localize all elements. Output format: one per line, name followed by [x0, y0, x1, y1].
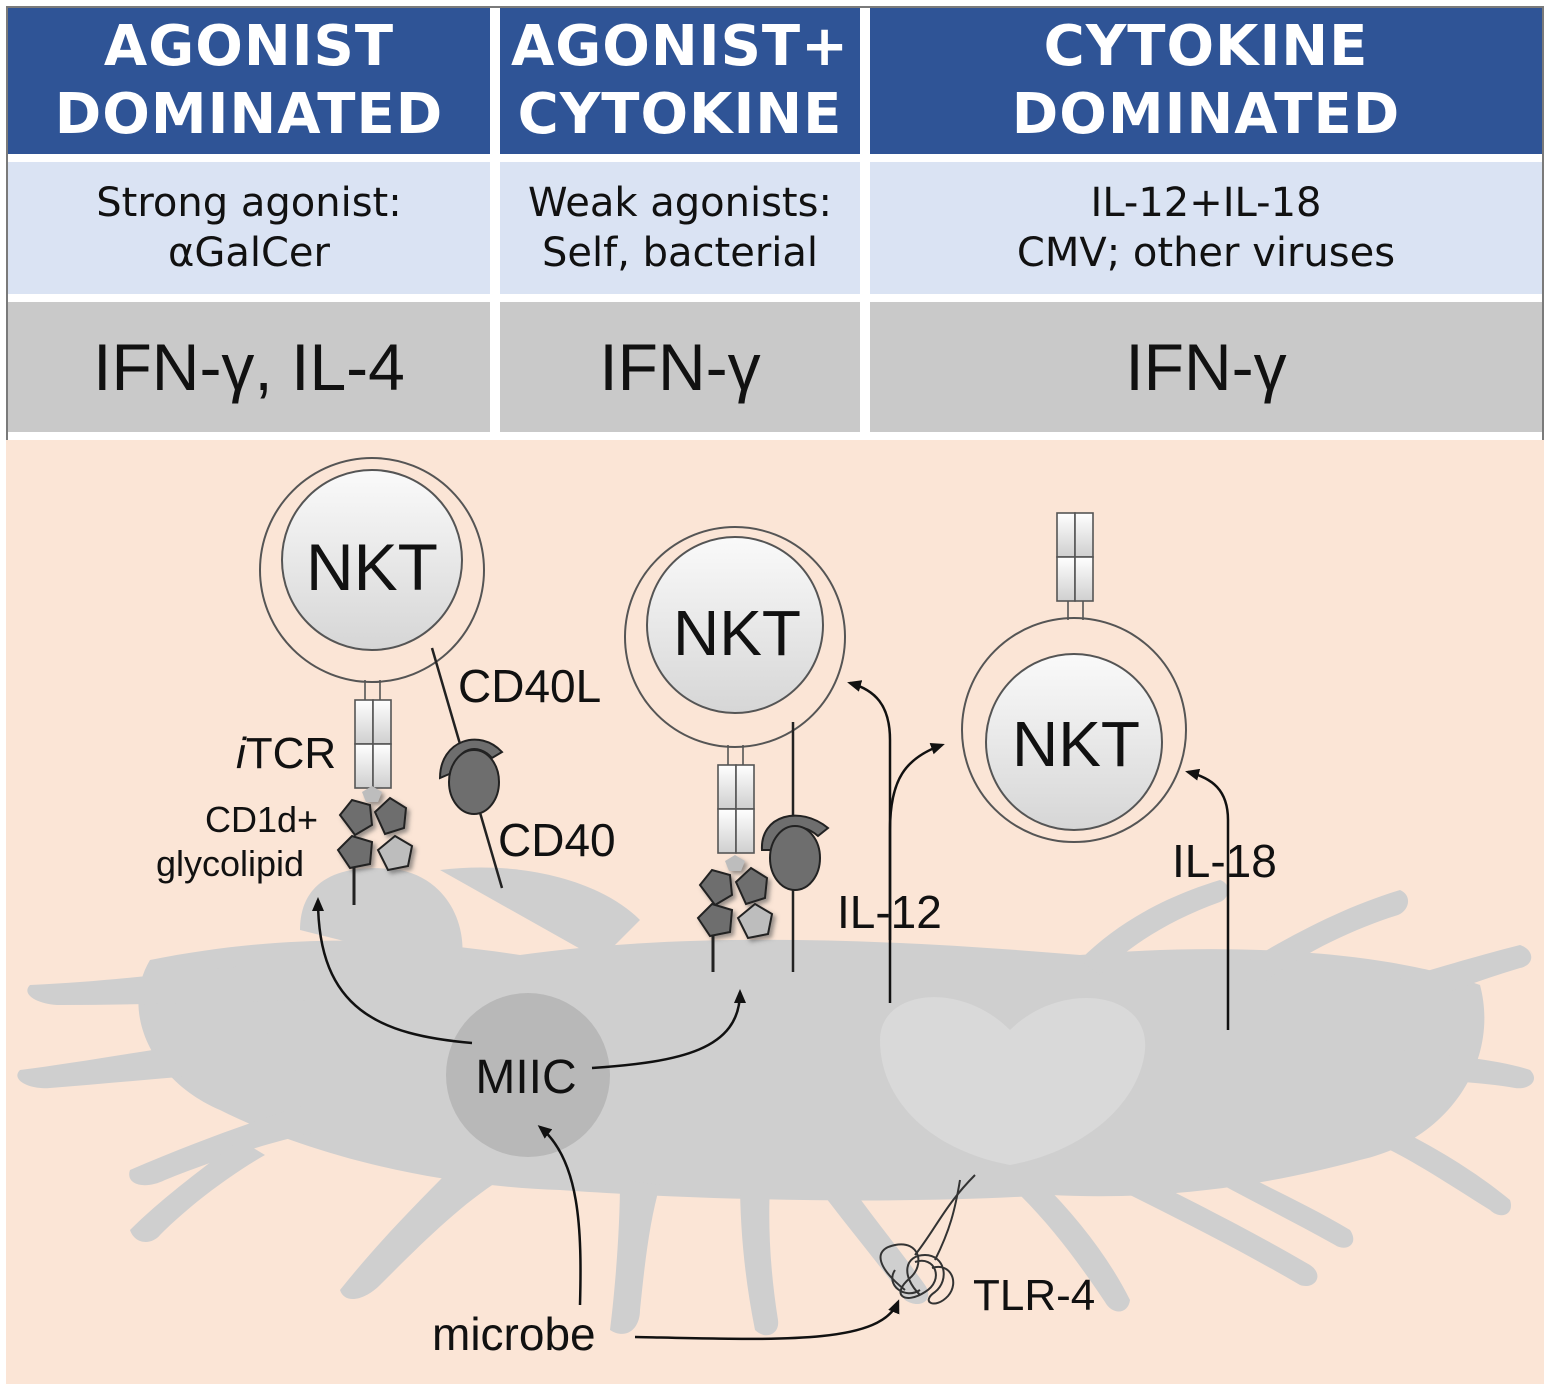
nkt-label: NKT: [306, 530, 438, 604]
nkt-cell-agonist-cytokine: NKT: [624, 526, 846, 748]
arrow-miic-to-cd1d: [312, 897, 473, 1045]
cd40-label: CD40: [498, 814, 616, 866]
arrows: [312, 680, 1230, 1341]
cd1d-complex-2: [696, 855, 774, 940]
miic-compartment: [446, 993, 610, 1157]
miic-label: MIIC: [475, 1051, 576, 1104]
microbe-label: microbe: [432, 1308, 596, 1360]
cd1d-complex-1: [336, 786, 414, 872]
header-cytokine-dominated: CYTOKINE DOMINATED: [870, 8, 1542, 154]
header-agonist-dominated: AGONIST DOMINATED: [8, 8, 490, 154]
arrow-il18-to-nkt3: [1185, 768, 1230, 1030]
il12-label: IL-12: [837, 886, 942, 938]
diagram-svg: MIIC NKT iTCR CD1d+ glycolipid CD40L CD4…: [17, 457, 1535, 1360]
output-text: IFN-γ: [599, 330, 761, 404]
itcr-receptor-2: [717, 745, 755, 854]
cd40-receptor-2: [769, 825, 821, 891]
tlr4-receptor: [879, 1174, 976, 1305]
stimulus-line: αGalCer: [168, 230, 330, 276]
header-line: DOMINATED: [54, 82, 444, 147]
nkt-cell-cytokine: NKT: [961, 617, 1187, 843]
header-line: CYTOKINE: [517, 82, 843, 147]
tlr4-label: TLR-4: [973, 1271, 1095, 1320]
stimulus-line: Self, bacterial: [542, 230, 818, 276]
activation-diagram: MIIC NKT iTCR CD1d+ glycolipid CD40L CD4…: [6, 440, 1544, 1384]
output-agonist-cytokine: IFN-γ: [500, 302, 860, 432]
stimulus-line: Strong agonist:: [96, 180, 402, 226]
stimulus-agonist-cytokine: Weak agonists: Self, bacterial: [500, 162, 860, 294]
output-cytokine-dominated: IFN-γ: [870, 302, 1542, 432]
stimulus-line: Weak agonists:: [528, 180, 832, 226]
arrow-microbe-to-miic: [537, 1125, 582, 1306]
dendritic-cell-nucleus: [880, 997, 1146, 1165]
arrow-il12-to-nkt2: [847, 680, 892, 1003]
stimulus-line: CMV; other viruses: [1016, 230, 1396, 276]
stimulus-agonist-dominated: Strong agonist: αGalCer: [8, 162, 490, 294]
dendritic-cell: [17, 867, 1535, 1336]
itcr-receptor-1: [354, 680, 392, 789]
nkt-cell-agonist: NKT: [259, 457, 485, 683]
output-agonist-dominated: IFN-γ, IL-4: [8, 302, 490, 432]
arrow-miic-to-cd1d-2: [591, 989, 746, 1070]
cd40-receptor-1: [448, 749, 500, 815]
header-line: CYTOKINE DOMINATED: [1011, 14, 1401, 147]
itcr-label: iTCR: [236, 729, 336, 778]
header-line: AGONIST: [103, 14, 395, 79]
nkt-label: NKT: [673, 597, 801, 669]
output-text: IFN-γ: [1125, 330, 1287, 404]
cd1d-label-line1: CD1d+: [205, 799, 318, 840]
nkt-label: NKT: [1012, 708, 1140, 780]
cd40l-label: CD40L: [458, 660, 601, 712]
il18-label: IL-18: [1172, 835, 1277, 887]
output-text: IFN-γ, IL-4: [93, 330, 405, 404]
cd1d-label-line2: glycolipid: [156, 843, 304, 884]
arrow-il12-to-nkt3: [888, 742, 945, 940]
itcr-receptor-3: [1056, 512, 1094, 620]
header-line: AGONIST+: [510, 14, 850, 79]
arrow-microbe-to-tlr4: [634, 1299, 900, 1341]
stimulus-line: IL-12+IL-18: [1090, 180, 1322, 226]
header-agonist-cytokine: AGONIST+ CYTOKINE: [500, 8, 860, 154]
stimulus-cytokine-dominated: IL-12+IL-18 CMV; other viruses: [870, 162, 1542, 294]
